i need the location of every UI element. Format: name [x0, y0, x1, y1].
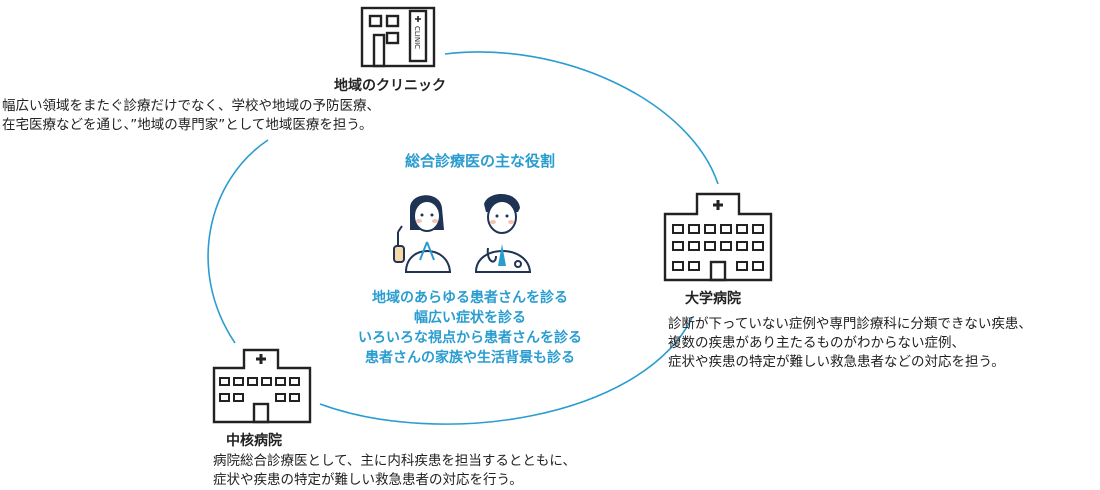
clinic-desc-line: 幅広い領域をまたぐ診療だけでなく、学校や地域の予防医療、 — [2, 98, 380, 114]
ring-arc-left — [207, 139, 269, 344]
center-role-item: 地域のあらゆる患者さんを診る — [372, 290, 568, 306]
center-role-item: いろいろな視点から患者さんを診る — [358, 330, 582, 346]
clinic-sign-text: CLINIC — [413, 26, 421, 49]
core-desc-line: 症状や疾患の特定が難しい救急患者の対応を行う。 — [213, 472, 523, 488]
core-hospital-icon — [212, 348, 312, 428]
university-desc-line: 症状や疾患の特定が難しい救急患者などの対応を担う。 — [668, 354, 1005, 370]
university-label: 大学病院 — [685, 291, 741, 307]
core-desc-line: 病院総合診療医として、主に内科疾患を担当するとともに、 — [213, 453, 577, 469]
clinic-label: 地域のクリニック — [334, 78, 446, 94]
core-hospital-description: 病院総合診療医として、主に内科疾患を担当するとともに、 症状や疾患の特定が難しい… — [213, 452, 576, 490]
university-desc-line: 複数の疾患があり主たるものがわからない症例、 — [668, 335, 965, 351]
university-hospital-icon — [663, 192, 773, 286]
university-desc-line: 診断が下っていない症例や専門診療科に分類できない疾患、 — [668, 316, 1032, 332]
center-title: 総合診療医の主な役割 — [404, 152, 555, 170]
university-description: 診断が下っていない症例や専門診療科に分類できない疾患、 複数の疾患があり主たるも… — [668, 315, 1032, 372]
center-roles-list: 地域のあらゆる患者さんを診る 幅広い症状を診る いろいろな視点から患者さんを診る… — [320, 288, 620, 368]
core-hospital-label: 中核病院 — [226, 433, 282, 449]
ring-arc-right — [319, 317, 693, 425]
doctors-illustration — [392, 186, 542, 282]
center-role-item: 患者さんの家族や生活背景も診る — [365, 350, 575, 366]
center-role-item: 幅広い症状を診る — [414, 310, 526, 326]
clinic-building-icon: CLINIC — [360, 6, 436, 72]
male-doctor-icon — [474, 193, 532, 273]
clinic-description: 幅広い領域をまたぐ診療だけでなく、学校や地域の予防医療、 在宅医療などを通じ、”… — [2, 97, 380, 135]
female-doctor-icon — [393, 195, 452, 273]
ring-arc-top — [444, 51, 719, 185]
clinic-desc-line: 在宅医療などを通じ、”地域の専門家”として地域医療を担う。 — [2, 117, 373, 133]
